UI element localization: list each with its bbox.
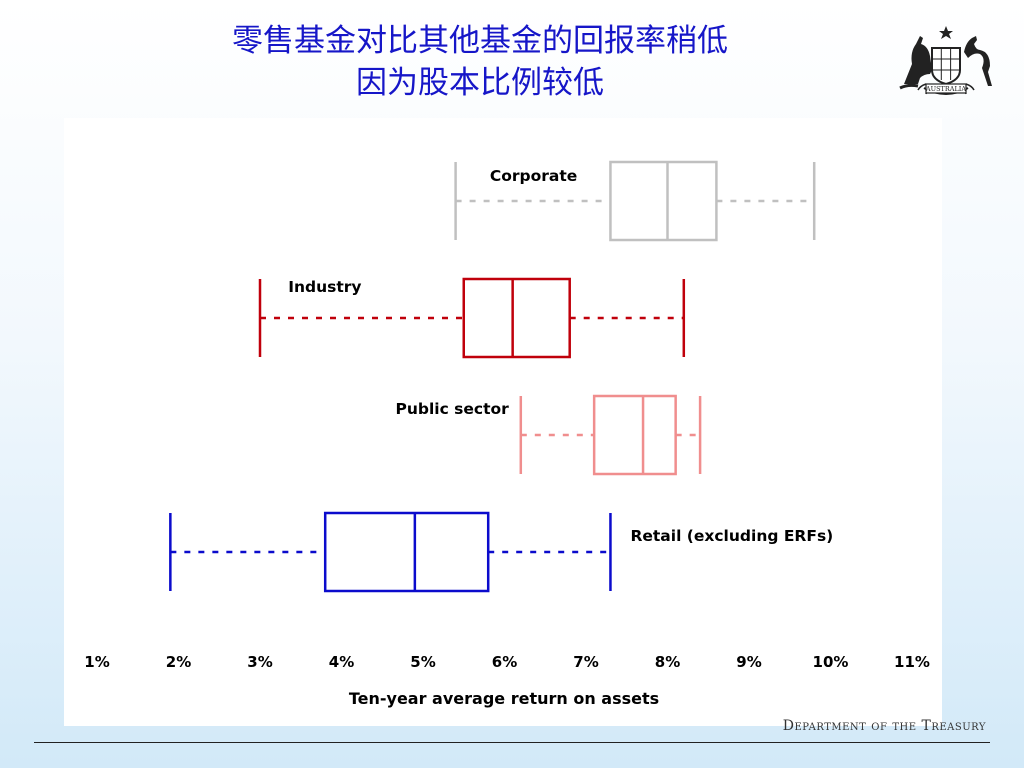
series-corporate: Corporate (454, 160, 816, 242)
slide-title: 零售基金对比其他基金的回报率稍低 因为股本比例较低 (0, 20, 960, 104)
x-tick-label: 11% (894, 653, 930, 671)
series-label: Retail (excluding ERFs) (630, 527, 833, 545)
series-label: Corporate (490, 167, 577, 185)
series-retail-excluding-erfs-: Retail (excluding ERFs) (169, 511, 833, 593)
x-tick-label: 5% (410, 653, 435, 671)
x-axis-title: Ten-year average return on assets (349, 689, 659, 708)
australia-coat-of-arms-logo: AUSTRALIA (899, 26, 992, 95)
x-tick-label: 10% (813, 653, 849, 671)
x-tick-label: 6% (492, 653, 517, 671)
iqr-box (462, 277, 571, 359)
series-public-sector: Public sector (395, 394, 702, 476)
footer-department-name: Department of the Treasury (783, 718, 986, 734)
x-tick-label: 2% (166, 653, 191, 671)
x-tick-label: 1% (84, 653, 109, 671)
x-tick-label: 4% (329, 653, 354, 671)
x-tick-label: 8% (655, 653, 680, 671)
iqr-box (609, 160, 718, 242)
slide-title-line-1: 零售基金对比其他基金的回报率稍低 (232, 23, 728, 59)
iqr-box (323, 511, 490, 593)
x-tick-label: 7% (573, 653, 598, 671)
series-label: Public sector (395, 400, 509, 418)
x-tick-label: 9% (736, 653, 761, 671)
logo-text: AUSTRALIA (925, 85, 966, 93)
slide-title-line-2: 因为股本比例较低 (356, 65, 604, 101)
x-tick-label: 3% (247, 653, 272, 671)
iqr-box (592, 394, 677, 476)
footer-rule (34, 742, 990, 743)
series-industry: Industry (258, 277, 686, 359)
footer-label: Department of the Treasury (782, 718, 986, 734)
x-axis-ticks: 1% 2% 3% 4% 5% 6% 7% 8% 9% 10% 11% (84, 653, 930, 671)
series-label: Industry (288, 278, 361, 296)
